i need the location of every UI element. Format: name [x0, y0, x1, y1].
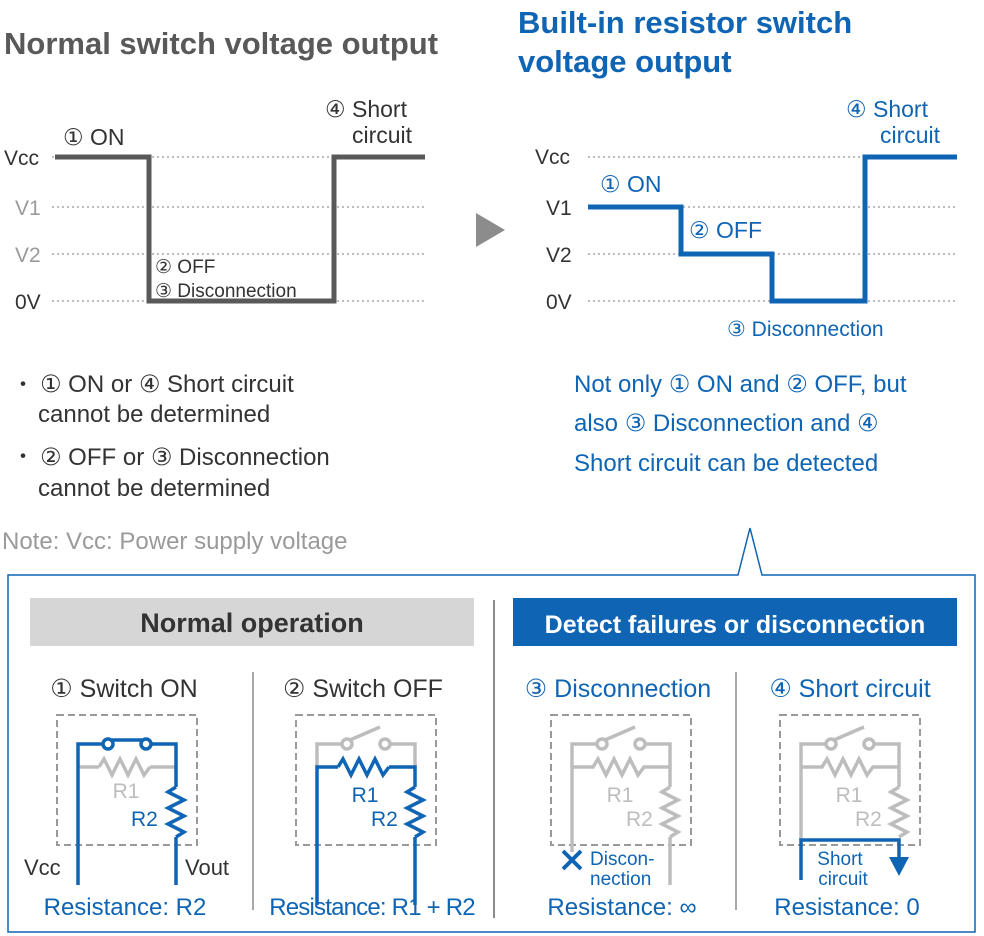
right-label-vcc: Vcc [535, 146, 570, 169]
case-switch-on-enclosure [56, 714, 198, 846]
case-disconnection-circuit [570, 725, 682, 885]
case-switch-off-r2: R2 [371, 808, 398, 831]
case-short-circuit-r1: R1 [836, 784, 863, 807]
case-short-circuit-title: ④ Short circuit [769, 675, 930, 703]
right-title-line-2: voltage output [518, 44, 732, 79]
case-short-circuit-r2: R2 [855, 808, 882, 831]
case-switch-on-resistance: Resistance: R2 [44, 894, 207, 921]
switch-open-icon [315, 725, 417, 767]
right-label-short-1: ④ Short [846, 96, 929, 122]
r2-resistor-icon [403, 785, 427, 839]
left-label-short-2: circuit [352, 122, 413, 148]
case-switch-on-r1: R1 [113, 780, 140, 803]
left-bullet-2-line-1: ② OFF or ③ Disconnection [40, 444, 330, 471]
right-label-short-2: circuit [880, 122, 941, 148]
right-label-0v: 0V [546, 291, 572, 314]
case-short-circuit-note-2: circuit [818, 869, 868, 890]
left-bullet-1-line-2: cannot be determined [38, 401, 270, 428]
left-label-disconnection: ③ Disconnection [155, 281, 297, 302]
cross-icon [561, 849, 583, 871]
left-reference-lines [52, 156, 425, 302]
r2-resistor-icon [887, 785, 911, 839]
left-bullet-2-mark: ・ [12, 444, 34, 469]
case-switch-on-vcc: Vcc [24, 855, 61, 880]
left-voltage-waveform [55, 154, 425, 304]
case-disconnection-r1: R1 [607, 784, 634, 807]
arrow-down-icon [889, 857, 909, 876]
case-short-circuit: ④ Short circuit R1 R2 Short circuit Resi… [769, 675, 930, 921]
right-label-disconnection: ③ Disconnection [727, 318, 884, 341]
right-title-line-1: Built-in resistor switch [518, 5, 852, 40]
right-summary-line-1: Not only ① ON and ② OFF, but [574, 371, 907, 398]
case-disconnection-note-2: nection [590, 869, 651, 890]
r1-resistor-icon [336, 755, 391, 779]
detect-failures-header-bg [513, 598, 957, 646]
detect-failures-header: Detect failures or disconnection [545, 611, 926, 639]
left-label-on: ① ON [63, 124, 125, 150]
short-path-icon [799, 838, 901, 880]
case-disconnection-resistance: Resistance: ∞ [547, 894, 696, 921]
left-bullet-1-mark: ・ [12, 372, 34, 397]
case-short-circuit-resistance: Resistance: 0 [774, 894, 919, 921]
left-bullet-1-line-1: ① ON or ④ Short circuit [40, 371, 294, 398]
left-bullet-2-line-2: cannot be determined [38, 475, 270, 502]
case-switch-off-active-path [315, 755, 427, 905]
right-label-v1: V1 [546, 197, 572, 220]
case-switch-off-r1: R1 [352, 784, 379, 807]
normal-operation-header: Normal operation [140, 608, 364, 638]
r2-resistor-icon [658, 785, 682, 839]
case-disconnection-note-1: Discon- [590, 849, 654, 870]
case-disconnection: ③ Disconnection R1 R2 Discon- nection Re… [525, 675, 711, 921]
r1-resistor-icon [572, 755, 670, 779]
left-label-v2: V2 [15, 244, 41, 267]
left-title: Normal switch voltage output [4, 26, 438, 61]
right-label-v2: V2 [546, 244, 572, 267]
case-disconnection-enclosure [550, 714, 692, 846]
case-switch-off-enclosure [295, 714, 437, 846]
switch-closed-icon [76, 737, 188, 885]
r2-resistor-icon [164, 785, 188, 839]
r1-resistor-icon [801, 755, 899, 779]
case-short-circuit-circuit [799, 725, 911, 840]
case-switch-on-title: ① Switch ON [50, 675, 197, 703]
right-summary-line-2: also ③ Disconnection and ④ [574, 410, 879, 437]
footnote-vcc: Note: Vcc: Power supply voltage [2, 528, 348, 555]
left-label-vcc: Vcc [4, 147, 39, 170]
case-disconnection-r2: R2 [626, 808, 653, 831]
case-short-circuit-note-1: Short [817, 849, 863, 870]
case-switch-on-r2: R2 [131, 808, 158, 831]
case-switch-off-resistance: Resistance: R1 + R2 [269, 894, 475, 921]
r1-resistor-icon [78, 755, 176, 779]
left-label-off: ② OFF [155, 257, 215, 278]
right-voltage-waveform [588, 154, 957, 304]
right-label-on: ① ON [600, 171, 662, 197]
case-disconnection-title: ③ Disconnection [525, 675, 711, 703]
case-switch-on-vout: Vout [185, 855, 229, 880]
case-switch-off-title: ② Switch OFF [283, 675, 443, 703]
normal-operation-header-bg [30, 598, 474, 646]
right-summary-line-3: Short circuit can be detected [574, 450, 878, 477]
case-switch-off: ② Switch OFF R1 R2 Resistance: R1 + R2 [269, 675, 476, 921]
left-label-v1: V1 [15, 197, 41, 220]
case-short-circuit-enclosure [779, 714, 921, 846]
case-switch-on: ① Switch ON R1 R2 Vcc Vout Resistance: R… [24, 675, 229, 921]
left-label-0v: 0V [15, 291, 41, 314]
arrow-right-icon [476, 213, 505, 247]
left-label-short-1: ④ Short [325, 96, 408, 122]
right-label-off: ② OFF [689, 217, 762, 243]
